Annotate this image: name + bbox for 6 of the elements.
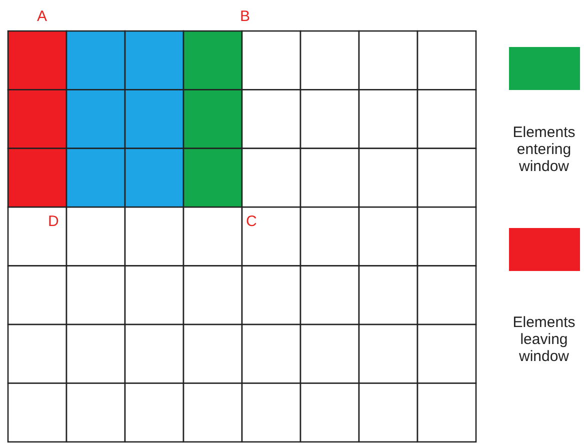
legend-label: Elements entering window [512,124,576,175]
corner-label: D [48,214,59,229]
corner-label: A [37,9,48,24]
legend-label: Elements leaving window [512,314,576,365]
corner-label: B [240,9,250,24]
corner-label: C [246,214,257,229]
